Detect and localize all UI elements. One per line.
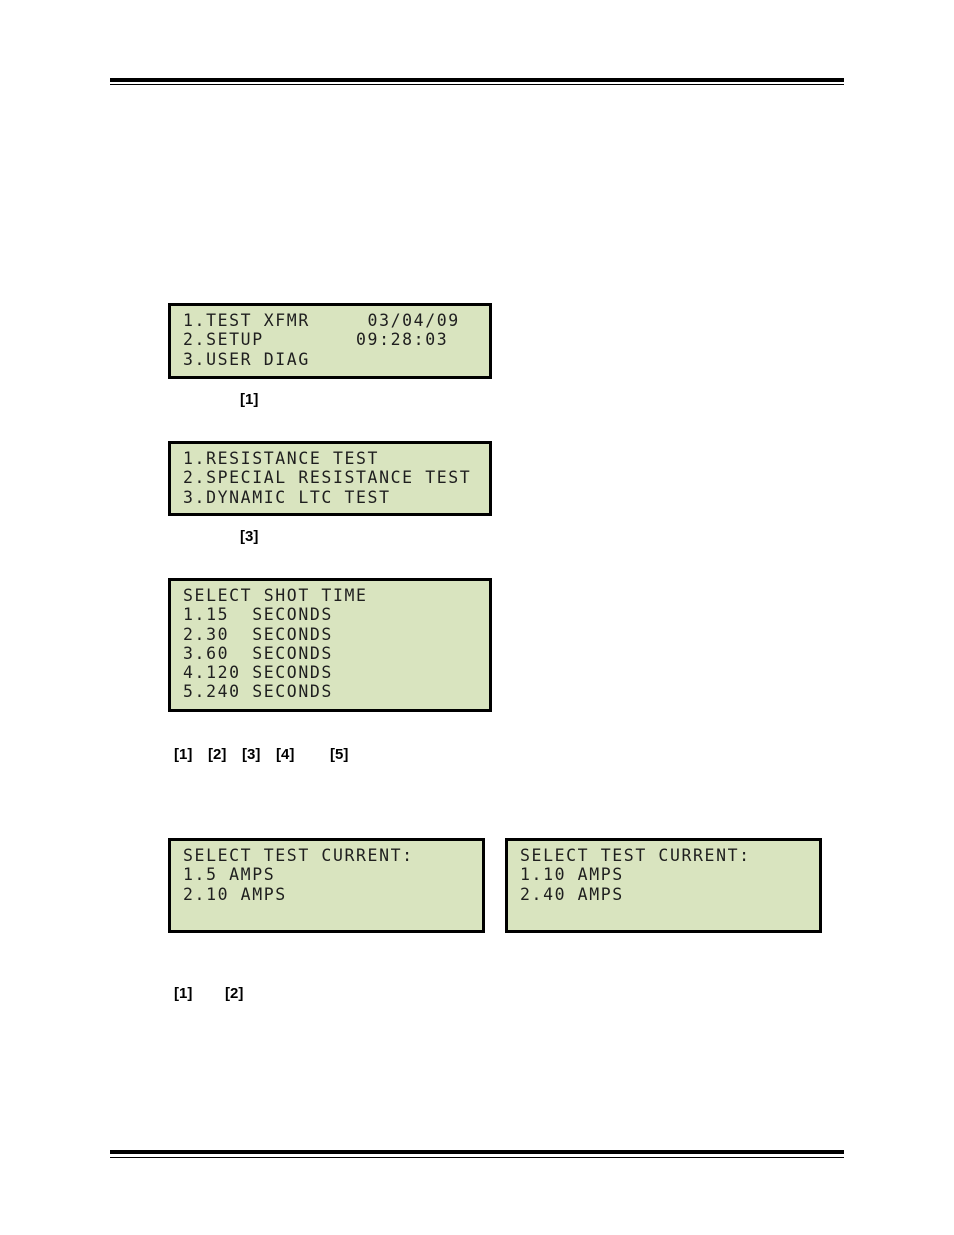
lcd-test-menu: 1.RESISTANCE TEST 2.SPECIAL RESISTANCE T… xyxy=(168,441,492,516)
lcd-line: SELECT TEST CURRENT: xyxy=(520,846,751,865)
key-label: [3] xyxy=(240,528,259,545)
lcd-line: 1.10 AMPS xyxy=(520,865,624,885)
key-label: [1] xyxy=(174,746,193,763)
lcd-line: 4.120 SECONDS xyxy=(183,663,333,683)
lcd-test-current-high: SELECT TEST CURRENT: 1.10 AMPS 2.40 AMPS xyxy=(505,838,822,933)
lcd-main-menu: 1.TEST XFMR 03/04/09 2.SETUP 09:28:03 3.… xyxy=(168,303,492,379)
key-label: [1] xyxy=(240,391,259,408)
lcd-line: 2.10 AMPS xyxy=(183,884,287,904)
lcd-shot-time: SELECT SHOT TIME 1.15 SECONDS 2.30 SECON… xyxy=(168,578,492,712)
footer-rule-thick xyxy=(110,1150,844,1154)
footer-rule-thin xyxy=(110,1157,844,1158)
key-label: [3] xyxy=(242,746,261,763)
header-rule-thin xyxy=(110,84,844,85)
key-label: [2] xyxy=(208,746,227,763)
lcd-line: 3.USER DIAG xyxy=(183,349,310,369)
key-label: [2] xyxy=(225,985,244,1002)
key-label: [5] xyxy=(330,746,349,763)
lcd-line: 1.15 SECONDS xyxy=(183,605,333,625)
lcd-test-current-low: SELECT TEST CURRENT: 1.5 AMPS 2.10 AMPS xyxy=(168,838,485,933)
lcd-line: 1.RESISTANCE TEST xyxy=(183,449,380,468)
lcd-line: 2.SETUP 09:28:03 xyxy=(183,330,449,350)
header-rule-thick xyxy=(110,78,844,82)
lcd-line: 3.60 SECONDS xyxy=(183,643,333,663)
key-label: [4] xyxy=(276,746,295,763)
key-label: [1] xyxy=(174,985,193,1002)
lcd-line: 2.30 SECONDS xyxy=(183,624,333,644)
lcd-line: SELECT SHOT TIME xyxy=(183,586,368,605)
lcd-line: 3.DYNAMIC LTC TEST xyxy=(183,487,391,507)
lcd-line: 2.40 AMPS xyxy=(520,884,624,904)
lcd-line: 2.SPECIAL RESISTANCE TEST xyxy=(183,468,472,488)
lcd-line: 1.TEST XFMR 03/04/09 xyxy=(183,311,460,330)
lcd-line: 1.5 AMPS xyxy=(183,865,276,885)
lcd-line: 5.240 SECONDS xyxy=(183,682,333,702)
lcd-line: SELECT TEST CURRENT: xyxy=(183,846,414,865)
